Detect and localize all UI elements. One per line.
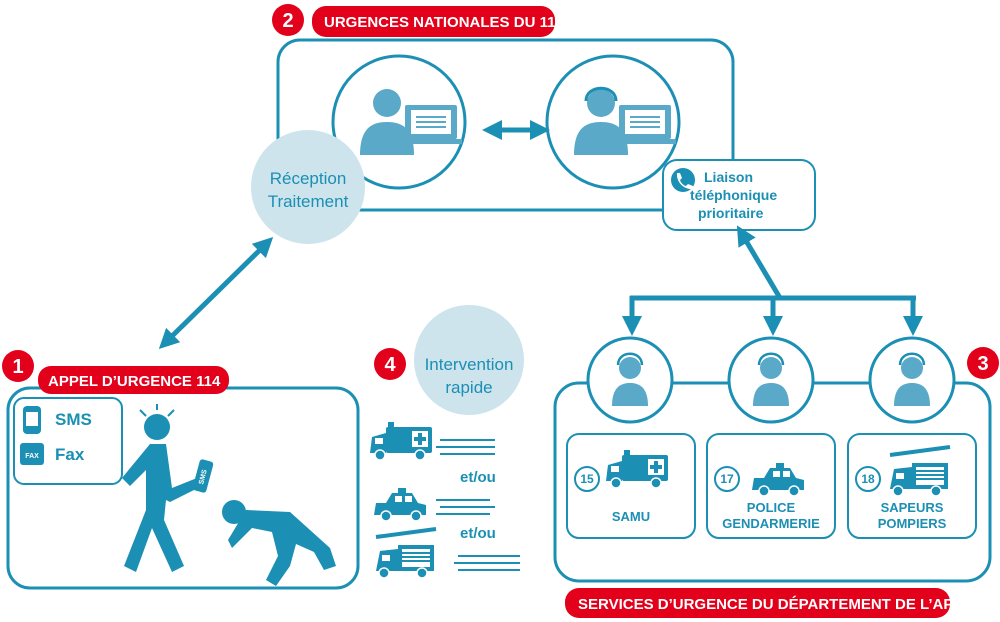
service-label-pompiers-2: POMPIERS <box>878 516 947 531</box>
intervention-line2: rapide <box>445 378 492 397</box>
step4-badge <box>374 348 406 380</box>
firetruck-icon <box>374 527 438 580</box>
reception-line1: Réception <box>270 169 347 188</box>
reception-circle <box>251 130 365 244</box>
operator-right <box>545 54 681 190</box>
liaison-line3: prioritaire <box>698 205 764 221</box>
dispatcher-police <box>727 336 815 424</box>
service-label-police-2: GENDARMERIE <box>722 516 820 531</box>
step1-badge <box>2 350 34 382</box>
caller-figure: SMS <box>122 404 214 572</box>
connector-1: et/ou <box>460 469 496 486</box>
liaison-line1: Liaison <box>704 169 753 185</box>
fax-label: Fax <box>55 445 85 464</box>
intervention-circle <box>414 305 524 415</box>
operator-left <box>331 54 467 190</box>
service-number-15: 15 <box>580 472 594 486</box>
speed-lines-1 <box>436 439 495 455</box>
speed-lines-3 <box>454 555 520 571</box>
dispatcher-pompiers <box>868 336 956 424</box>
distribution-arrows <box>622 225 923 336</box>
step2-badge <box>272 4 304 36</box>
service-card-samu: 15 SAMU <box>566 433 696 539</box>
service-label-pompiers-1: SAPEURS <box>881 500 944 515</box>
connector-2: et/ou <box>460 525 496 542</box>
fax-icon-text: FAX <box>25 453 39 460</box>
intervention-line1: Intervention <box>425 355 514 374</box>
sms-label: SMS <box>55 410 92 429</box>
victim-figure <box>222 500 336 586</box>
national-center-box <box>276 38 735 212</box>
step3-label: SERVICES D’URGENCE DU DÉPARTEMENT DE L’A… <box>578 596 983 613</box>
service-number-17: 17 <box>720 472 734 486</box>
ambulance-icon <box>369 421 433 461</box>
police-car-icon <box>373 487 427 522</box>
step2-number: 2 <box>282 10 293 32</box>
service-label-samu: SAMU <box>612 509 650 524</box>
reception-line2: Traitement <box>268 192 349 211</box>
fax-icon <box>20 443 44 465</box>
step2-ribbon <box>312 6 555 37</box>
step2-label: URGENCES NATIONALES DU 114 <box>324 14 564 31</box>
service-number-18: 18 <box>861 472 875 486</box>
dispatcher-samu <box>586 336 674 424</box>
step3-ribbon <box>565 588 950 618</box>
step3-badge <box>967 347 999 379</box>
service-card-police: 17 POLICE GENDARMERIE <box>706 433 836 539</box>
phone-sms-text: SMS <box>198 469 209 486</box>
call-flow-arrow <box>158 237 274 349</box>
speed-lines-2 <box>436 499 495 515</box>
service-label-police-1: POLICE <box>747 500 796 515</box>
step1-ribbon <box>38 366 229 394</box>
liaison-line2: téléphonique <box>690 187 777 203</box>
step3-number: 3 <box>977 353 988 375</box>
step1-label: APPEL D’URGENCE 114 <box>48 373 221 390</box>
step1-number: 1 <box>12 356 23 378</box>
service-card-pompiers: 18 SAPEURS POMPIERS <box>847 433 977 539</box>
step4-number: 4 <box>384 354 396 376</box>
